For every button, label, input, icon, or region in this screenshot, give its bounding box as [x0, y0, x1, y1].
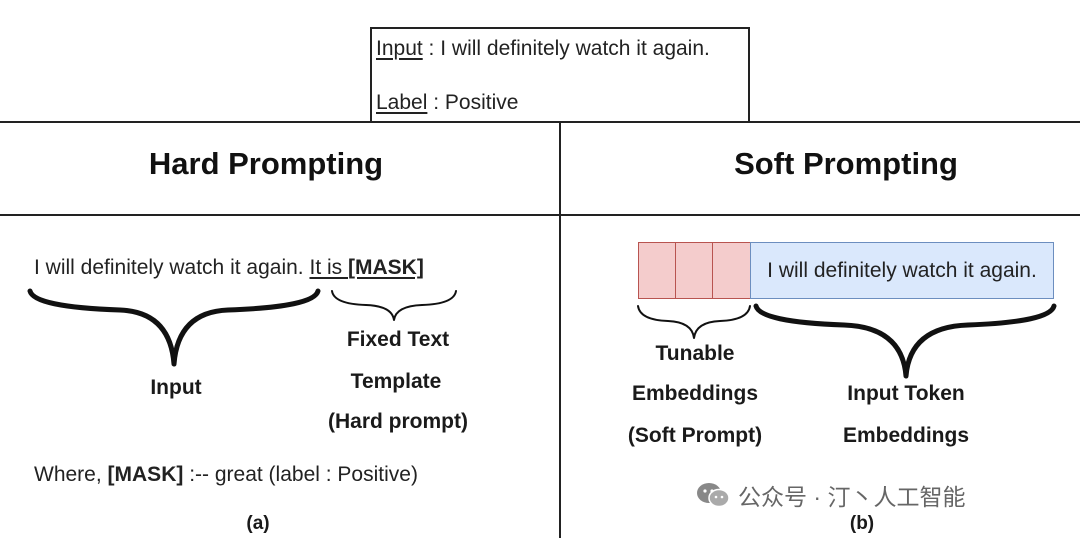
example-input-line: Input : I will definitely watch it again…: [376, 37, 710, 60]
hard-where-line: Where, [MASK] :-- great (label : Positiv…: [34, 463, 418, 486]
tunable-label-3: (Soft Prompt): [627, 424, 763, 447]
hard-template-brace: [331, 290, 457, 321]
input-token-label-2: Embeddings: [842, 424, 970, 447]
input-token-label-1: Input Token: [847, 382, 965, 405]
soft-prompt-cell: [712, 242, 751, 299]
hard-prompting-title: Hard Prompting: [148, 146, 384, 181]
where-mask: [MASK]: [107, 463, 184, 486]
input-key: Input: [376, 37, 423, 60]
watermark: 公众号 · 汀丶人工智能: [696, 478, 965, 512]
label-key: Label: [376, 91, 428, 114]
divider-top: [0, 121, 1080, 123]
tunable-label-2: Embeddings: [631, 382, 759, 405]
hard-input-label: Input: [150, 376, 202, 399]
input-token-box: I will definitely watch it again.: [750, 242, 1054, 299]
soft-prompt-cell: [638, 242, 676, 299]
example-label-line: Label : Positive: [376, 91, 519, 114]
tunable-label-1: Tunable: [655, 342, 735, 365]
hard-template-text: It is [MASK]: [309, 256, 424, 279]
caption-b: (b): [849, 513, 875, 534]
hard-sentence: I will definitely watch it again. It is …: [34, 256, 424, 280]
watermark-text: 公众号 · 汀丶人工智能: [738, 484, 966, 510]
hard-template-label-1: Fixed Text: [346, 328, 450, 351]
input-text: I will definitely watch it again.: [440, 37, 710, 60]
label-value: Positive: [444, 91, 519, 114]
divider-center: [559, 121, 561, 538]
hard-input-brace: [27, 288, 321, 367]
hard-input-text: I will definitely watch it again.: [34, 256, 304, 279]
soft-input-brace: [753, 303, 1057, 379]
soft-tunable-brace: [637, 305, 751, 339]
caption-a: (a): [246, 513, 270, 534]
divider-header: [0, 214, 1080, 216]
soft-prompting-title: Soft Prompting: [734, 146, 958, 181]
example-box: Input : I will definitely watch it again…: [370, 27, 750, 123]
wechat-icon: [697, 483, 730, 508]
hard-template-label-3: (Hard prompt): [328, 410, 468, 433]
token-text: I will definitely watch it again.: [767, 258, 1037, 282]
hard-template-label-2: Template: [350, 370, 442, 393]
soft-prompt-cell: [675, 242, 713, 299]
